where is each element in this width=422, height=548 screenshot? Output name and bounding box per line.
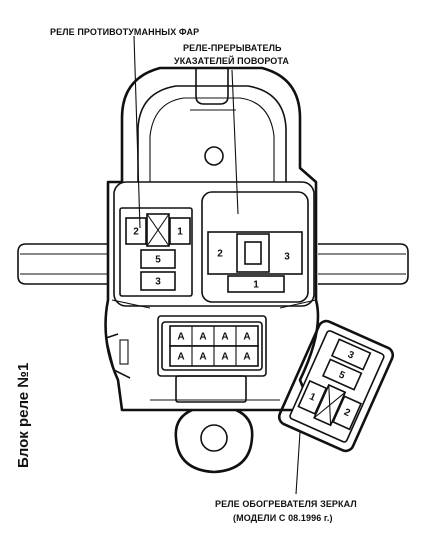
turn-relay-pin-label: 1 [253,280,259,291]
connector-terminal: A [199,332,206,343]
mirror-relay-pin-5 [321,358,363,391]
turn-relay-label-line2: УКАЗАТЕЛЕЙ ПОВОРОТА [174,55,289,66]
connector-terminal: A [243,332,250,343]
turn-relay-socket: 2 3 1 [201,191,309,303]
mirror-relay-pin-3 [330,338,372,371]
right-mounting-rail [318,243,409,285]
relay-block-housing [104,66,320,412]
connector-terminal: A [177,352,184,363]
fog-relay-pin-label: 2 [133,227,139,238]
left-mounting-rail [17,243,108,285]
connector-terminal: A [199,352,206,363]
turn-relay-pin-label: 2 [217,249,223,260]
turn-relay-pin-1 [227,275,285,293]
turn-relay-label-line1: РЕЛЕ-ПРЕРЫВАТЕЛЬ [183,43,282,53]
mirror-relay-pin-label: 2 [342,407,352,419]
relay-block-title: Блок реле №1 [15,363,32,468]
fog-relay-socket: 2 1 5 3 [119,207,193,297]
mirror-relay-pin-label: 5 [337,369,347,381]
connector-block: A A A A A A A A [161,321,263,371]
connector-terminal: A [177,332,184,343]
connector-terminal: A [243,352,250,363]
fog-relay-pin-1 [169,217,191,245]
fog-relay-pin-5 [140,249,176,269]
fog-relay-pin-label: 5 [155,255,161,266]
fog-relay-pin-label: 3 [155,277,161,288]
fog-relay-pin-2 [125,217,147,245]
connector-terminal: A [221,332,228,343]
bottom-mounting-ear [174,408,254,474]
turn-relay-center-slot [244,241,262,265]
mirror-relay-pin-2 [332,395,363,431]
mirror-relay-pin-1 [297,379,328,415]
fog-relay-pin-3 [140,271,176,291]
leader-lines [133,35,301,495]
mirror-relay-pin-label: 1 [307,391,317,403]
connector-terminal: A [221,352,228,363]
fog-relay-label: РЕЛЕ ПРОТИВОТУМАННЫХ ФАР [50,27,199,37]
mirror-relay-label-line2: (МОДЕЛИ С 08.1996 г.) [233,513,333,523]
turn-relay-pin-label: 3 [284,252,290,263]
fog-relay-pin-label: 1 [177,227,183,238]
mirror-heater-relay: 3 5 1 2 [277,319,395,453]
mirror-relay-label-line1: РЕЛЕ ОБОГРЕВАТЕЛЯ ЗЕРКАЛ [215,499,357,509]
mirror-relay-pin-label: 3 [346,349,356,361]
